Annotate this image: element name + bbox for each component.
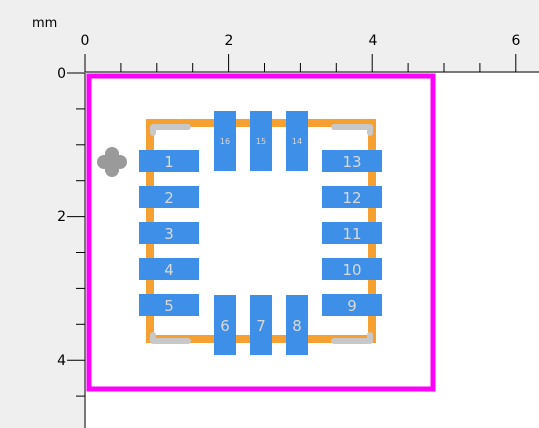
pad-label-8: 8 (292, 317, 302, 335)
pad-label-5: 5 (164, 297, 174, 315)
pad-5[interactable] (139, 294, 199, 316)
ruler-unit-label: mm (32, 16, 57, 31)
pad-15[interactable] (250, 111, 272, 171)
pad-label-10: 10 (342, 261, 361, 279)
pin1-marker-v (105, 147, 119, 177)
x-tick-label-4: 4 (369, 33, 378, 49)
corner-marks (150, 124, 373, 344)
pads-top: 14 15 16 (214, 111, 308, 171)
y-tick-label-0: 0 (57, 66, 66, 82)
pad-label-9: 9 (347, 297, 357, 315)
pad-label-7: 7 (256, 317, 266, 335)
pad-label-13: 13 (342, 153, 361, 171)
pads-bottom: 6 7 8 (214, 295, 308, 355)
pad-8[interactable] (286, 295, 308, 355)
pad-label-14: 14 (292, 137, 302, 146)
pad-label-4: 4 (164, 261, 174, 279)
x-tick-label-2: 2 (225, 33, 234, 49)
pad-2[interactable] (139, 186, 199, 208)
left-ruler (0, 0, 86, 428)
pad-6[interactable] (214, 295, 236, 355)
pad-3[interactable] (139, 222, 199, 244)
pad-1[interactable] (139, 150, 199, 172)
pad-7[interactable] (250, 295, 272, 355)
pad-label-15: 15 (256, 137, 266, 146)
x-tick-label-6: 6 (512, 33, 521, 49)
y-tick-label-4: 4 (57, 353, 66, 369)
pad-label-6: 6 (220, 317, 230, 335)
pads-right: 9 10 11 12 13 (322, 150, 382, 316)
y-tick-label-2: 2 (57, 209, 66, 225)
pad-14[interactable] (286, 111, 308, 171)
pad-label-12: 12 (342, 189, 361, 207)
pad-label-3: 3 (164, 225, 174, 243)
pad-4[interactable] (139, 258, 199, 280)
pad-16[interactable] (214, 111, 236, 171)
pad-label-11: 11 (342, 225, 361, 243)
pad-13[interactable] (322, 150, 382, 172)
board-outline[interactable] (86, 73, 436, 392)
x-tick-label-0: 0 (81, 33, 90, 49)
pads-left: 1 2 3 4 5 (139, 150, 199, 316)
pad-label-1: 1 (164, 153, 174, 171)
pad-label-2: 2 (164, 189, 174, 207)
pad-12[interactable] (322, 186, 382, 208)
pad-label-16: 16 (220, 137, 230, 146)
left-ruler-ticks (67, 72, 86, 428)
top-ruler-ticks (84, 54, 539, 73)
pad-10[interactable] (322, 258, 382, 280)
top-ruler (0, 0, 539, 73)
pin1-marker-icon (97, 147, 127, 177)
pad-9[interactable] (322, 294, 382, 316)
pad-11[interactable] (322, 222, 382, 244)
